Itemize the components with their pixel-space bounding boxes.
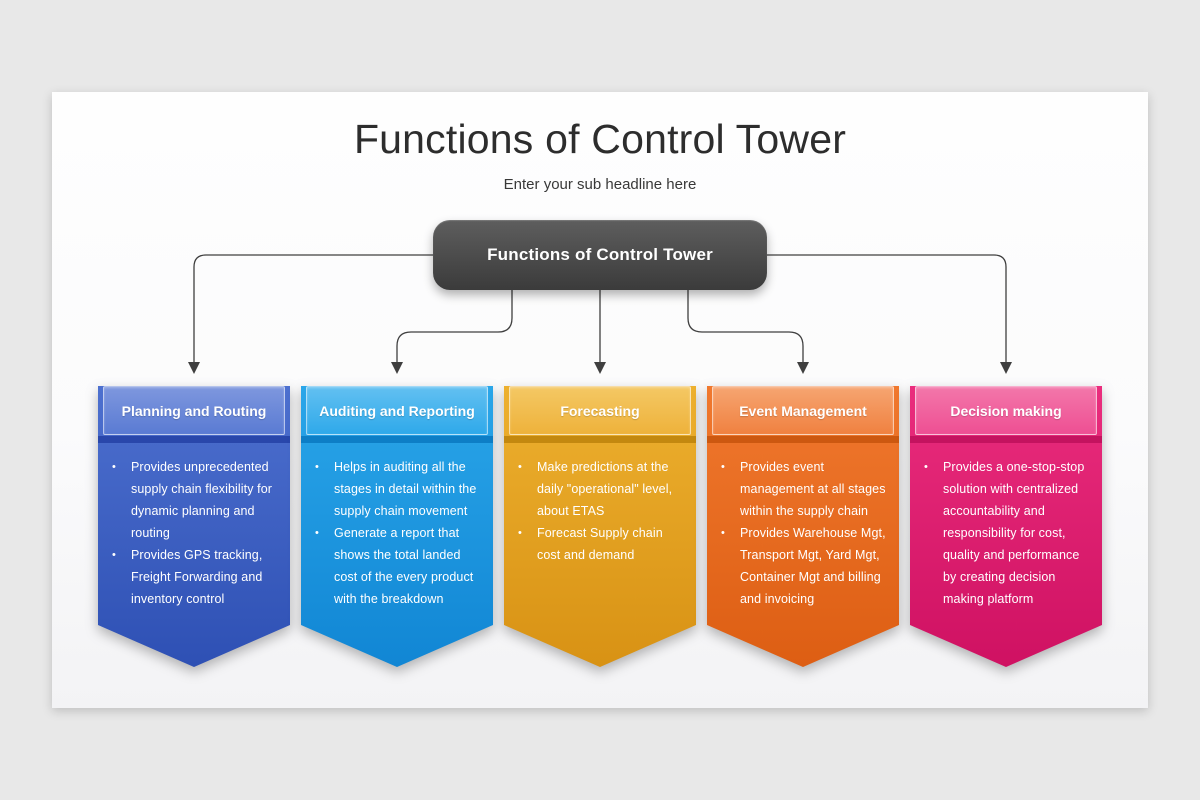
bullet-dot-icon: • — [112, 461, 116, 473]
card-title: Planning and Routing — [121, 402, 267, 419]
cards-row: Planning and Routing • Provides unpreced… — [98, 381, 1102, 667]
card-title-band: Event Management — [712, 386, 894, 435]
bullet-text: Make predictions at the daily "operation… — [537, 460, 673, 518]
card-title-band: Planning and Routing — [103, 386, 285, 435]
bullet-item: • Provides event management at all stage… — [721, 456, 889, 522]
bullet-item: • Generate a report that shows the total… — [315, 522, 483, 610]
bullet-text: Provides GPS tracking, Freight Forwardin… — [131, 548, 263, 606]
card-fold-shadow — [301, 436, 493, 443]
card-fold-shadow — [504, 436, 696, 443]
card-title: Forecasting — [560, 402, 640, 419]
card-bullet-list: • Provides event management at all stage… — [707, 443, 899, 610]
function-card: Planning and Routing • Provides unpreced… — [98, 381, 290, 667]
card-banner: Auditing and Reporting • Helps in auditi… — [301, 386, 493, 667]
bullet-dot-icon: • — [924, 461, 928, 473]
card-title-band: Decision making — [915, 386, 1097, 435]
slide-canvas: Functions of Control Tower Enter your su… — [52, 92, 1148, 708]
bullet-item: • Provides GPS tracking, Freight Forward… — [112, 544, 280, 610]
arrowhead-auditing — [391, 362, 403, 374]
connector-planning — [193, 254, 433, 363]
card-title: Decision making — [950, 402, 1062, 419]
function-card: Forecasting • Make predictions at the da… — [504, 381, 696, 667]
bullet-dot-icon: • — [721, 461, 725, 473]
bullet-text: Helps in auditing all the stages in deta… — [334, 460, 477, 518]
card-banner: Planning and Routing • Provides unpreced… — [98, 386, 290, 667]
card-banner: Event Management • Provides event manage… — [707, 386, 899, 667]
arrowhead-planning — [188, 362, 200, 374]
card-banner: Decision making • Provides a one-stop-st… — [910, 386, 1102, 667]
card-fold-shadow — [98, 436, 290, 443]
connector-auditing — [396, 290, 513, 363]
page-title: Functions of Control Tower — [353, 116, 847, 162]
card-bullet-list: • Provides a one-stop-stop solution with… — [910, 443, 1102, 610]
card-bullet-list: • Provides unprecedented supply chain fl… — [98, 443, 290, 610]
bullet-dot-icon: • — [315, 461, 319, 473]
card-bullet-list: • Helps in auditing all the stages in de… — [301, 443, 493, 610]
bullet-item: • Provides Warehouse Mgt, Transport Mgt,… — [721, 522, 889, 610]
bullet-dot-icon: • — [518, 461, 522, 473]
card-title: Event Management — [739, 402, 867, 419]
bullet-item: • Provides unprecedented supply chain fl… — [112, 456, 280, 544]
function-card: Decision making • Provides a one-stop-st… — [910, 381, 1102, 667]
bullet-text: Provides unprecedented supply chain flex… — [131, 460, 273, 540]
connector-event — [687, 290, 804, 363]
connector-lines — [188, 254, 1012, 374]
card-title: Auditing and Reporting — [319, 402, 475, 419]
function-card: Event Management • Provides event manage… — [707, 381, 899, 667]
arrowhead-decision — [1000, 362, 1012, 374]
page-subtitle: Enter your sub headline here — [503, 176, 697, 193]
bullet-dot-icon: • — [518, 527, 522, 539]
bullet-text: Forecast Supply chain cost and demand — [537, 526, 663, 562]
card-fold-shadow — [707, 436, 899, 443]
card-title-band: Forecasting — [509, 386, 691, 435]
root-node: Functions of Control Tower — [433, 220, 767, 290]
root-node-label: Functions of Control Tower — [487, 245, 713, 264]
bullet-text: Generate a report that shows the total l… — [334, 526, 474, 606]
arrowhead-forecasting — [594, 362, 606, 374]
card-fold-shadow — [910, 436, 1102, 443]
bullet-text: Provides a one-stop-stop solution with c… — [943, 460, 1085, 606]
bullet-text: Provides event management at all stages … — [740, 460, 886, 518]
card-title-band: Auditing and Reporting — [306, 386, 488, 435]
bullet-item: • Make predictions at the daily "operati… — [518, 456, 686, 522]
bullet-item: • Provides a one-stop-stop solution with… — [924, 456, 1092, 610]
bullet-dot-icon: • — [112, 549, 116, 561]
connector-decision — [767, 254, 1007, 363]
bullet-dot-icon: • — [721, 527, 725, 539]
function-card: Auditing and Reporting • Helps in auditi… — [301, 381, 493, 667]
bullet-dot-icon: • — [315, 527, 319, 539]
bullet-item: • Helps in auditing all the stages in de… — [315, 456, 483, 522]
card-banner: Forecasting • Make predictions at the da… — [504, 386, 696, 667]
arrowhead-event — [797, 362, 809, 374]
card-bullet-list: • Make predictions at the daily "operati… — [504, 443, 696, 566]
bullet-item: • Forecast Supply chain cost and demand — [518, 522, 686, 566]
bullet-text: Provides Warehouse Mgt, Transport Mgt, Y… — [740, 526, 886, 606]
